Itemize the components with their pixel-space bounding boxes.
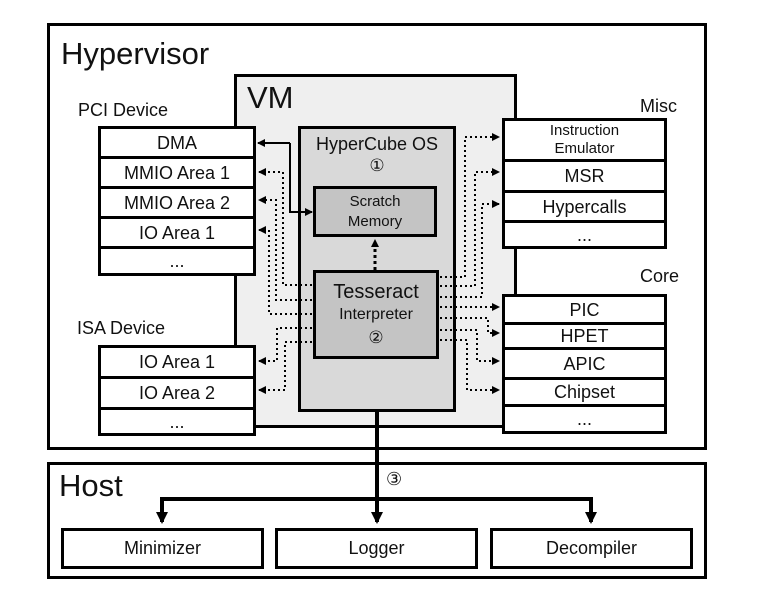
misc-item-msr: MSR bbox=[505, 162, 664, 193]
step-2-marker: ② bbox=[368, 328, 384, 348]
misc-item-instruction-line2: Emulator bbox=[554, 140, 615, 157]
core-item-pic: PIC bbox=[505, 297, 664, 325]
scratch-memory-line1: Scratch bbox=[349, 193, 401, 210]
pci-item-dma: DMA bbox=[101, 129, 253, 159]
step-1-marker: ① bbox=[369, 156, 385, 175]
host-logger: Logger bbox=[275, 528, 478, 569]
core-item-more: ... bbox=[576, 409, 592, 429]
misc-item-more: ... bbox=[576, 224, 592, 245]
scratch-memory-box: Scratch Memory bbox=[313, 186, 437, 237]
host-title: Host bbox=[59, 468, 123, 503]
hypervisor-title: Hypervisor bbox=[61, 36, 210, 71]
vm-title: VM bbox=[247, 80, 294, 115]
misc-item-instruction-emulator: Instruction Emulator bbox=[505, 121, 664, 162]
hypercube-os-title: HyperCube OS bbox=[315, 134, 439, 154]
misc-label: Misc bbox=[640, 96, 677, 116]
misc-stack: Instruction Emulator MSR Hypercalls ... bbox=[502, 118, 667, 249]
core-label: Core bbox=[640, 266, 680, 286]
host-minimizer: Minimizer bbox=[61, 528, 264, 569]
core-stack: PIC HPET APIC Chipset ... bbox=[502, 294, 667, 434]
pci-device-stack: DMA MMIO Area 1 MMIO Area 2 IO Area 1 ..… bbox=[98, 126, 256, 276]
misc-item-hypercalls: Hypercalls bbox=[505, 193, 664, 223]
host-decompiler: Decompiler bbox=[490, 528, 693, 569]
core-item-apic: APIC bbox=[505, 350, 664, 380]
misc-item-instruction-line1: Instruction bbox=[549, 122, 620, 139]
pci-device-label: PCI Device bbox=[78, 100, 169, 120]
core-item-hpet: HPET bbox=[505, 325, 664, 350]
tesseract-title: Tesseract bbox=[333, 281, 419, 304]
step-3-marker: ③ bbox=[386, 469, 403, 489]
pci-item-io-area-1: IO Area 1 bbox=[101, 219, 253, 249]
pci-item-mmio-area-2: MMIO Area 2 bbox=[101, 189, 253, 219]
pci-item-mmio-area-1: MMIO Area 1 bbox=[101, 159, 253, 189]
isa-device-stack: IO Area 1 IO Area 2 ... bbox=[98, 345, 256, 436]
core-item-chipset: Chipset bbox=[505, 380, 664, 407]
isa-item-io-area-2: IO Area 2 bbox=[101, 379, 253, 410]
pci-item-more: ... bbox=[169, 251, 185, 271]
isa-device-label: ISA Device bbox=[77, 318, 166, 338]
isa-item-more: ... bbox=[169, 411, 185, 432]
tesseract-interpreter-box: Tesseract Interpreter ② bbox=[313, 270, 439, 359]
scratch-memory-line2: Memory bbox=[347, 212, 403, 230]
isa-item-io-area-1: IO Area 1 bbox=[101, 348, 253, 379]
tesseract-subtitle: Interpreter bbox=[339, 306, 413, 324]
